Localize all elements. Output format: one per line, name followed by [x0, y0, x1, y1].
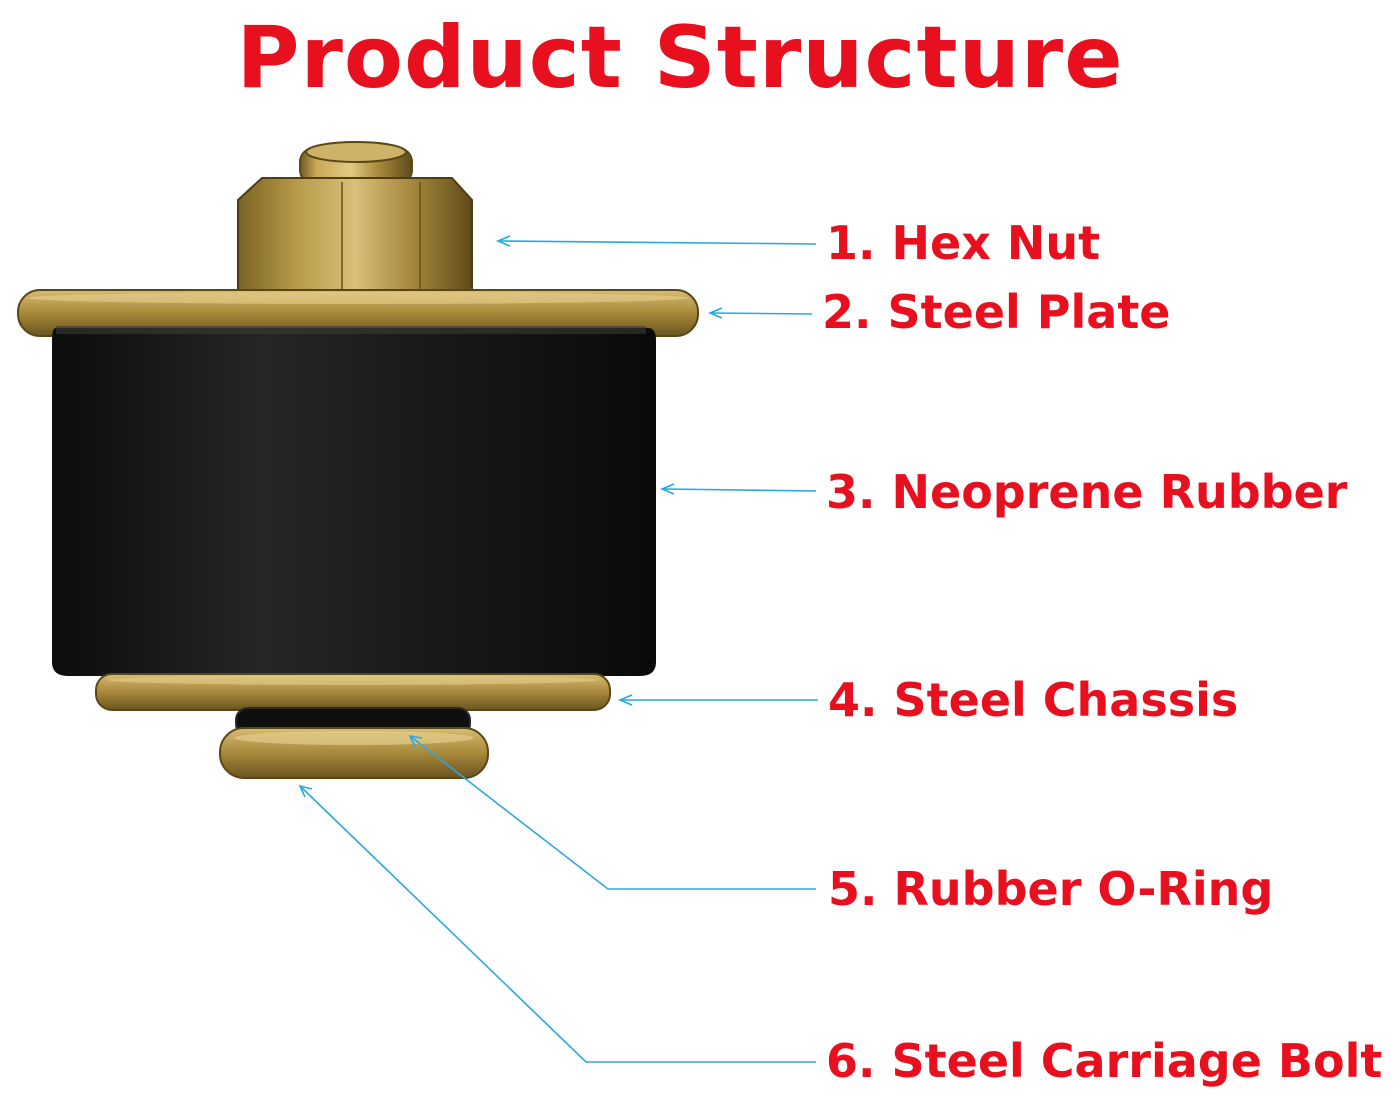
- part-label-neoprene-rubber: 3. Neoprene Rubber: [826, 465, 1348, 519]
- leader-line-neoprene-rubber: [659, 483, 817, 495]
- steel-plate-icon: [17, 289, 699, 337]
- part-label-rubber-o-ring: 5. Rubber O-Ring: [828, 862, 1274, 916]
- rubber-body-icon: [52, 326, 656, 676]
- leader-line-steel-plate: [707, 307, 813, 319]
- steel-chassis-icon: [95, 673, 611, 711]
- part-label-hex-nut: 1. Hex Nut: [826, 216, 1101, 270]
- leader-line-o-ring: [408, 734, 816, 890]
- page-title: Product Structure: [236, 8, 1124, 108]
- threaded-stud-icon: [299, 141, 413, 185]
- part-label-steel-chassis: 4. Steel Chassis: [828, 673, 1239, 727]
- part-label-steel-carriage-bolt: 6. Steel Carriage Bolt: [826, 1034, 1383, 1088]
- leader-line-steel-chassis: [617, 694, 818, 706]
- carriage-bolt-icon: [219, 727, 489, 779]
- hex-nut-icon: [237, 177, 473, 291]
- leader-line-hex-nut: [495, 235, 817, 247]
- leader-lines: [298, 235, 818, 1063]
- leader-line-carriage-bolt: [298, 784, 816, 1063]
- part-label-steel-plate: 2. Steel Plate: [822, 285, 1171, 339]
